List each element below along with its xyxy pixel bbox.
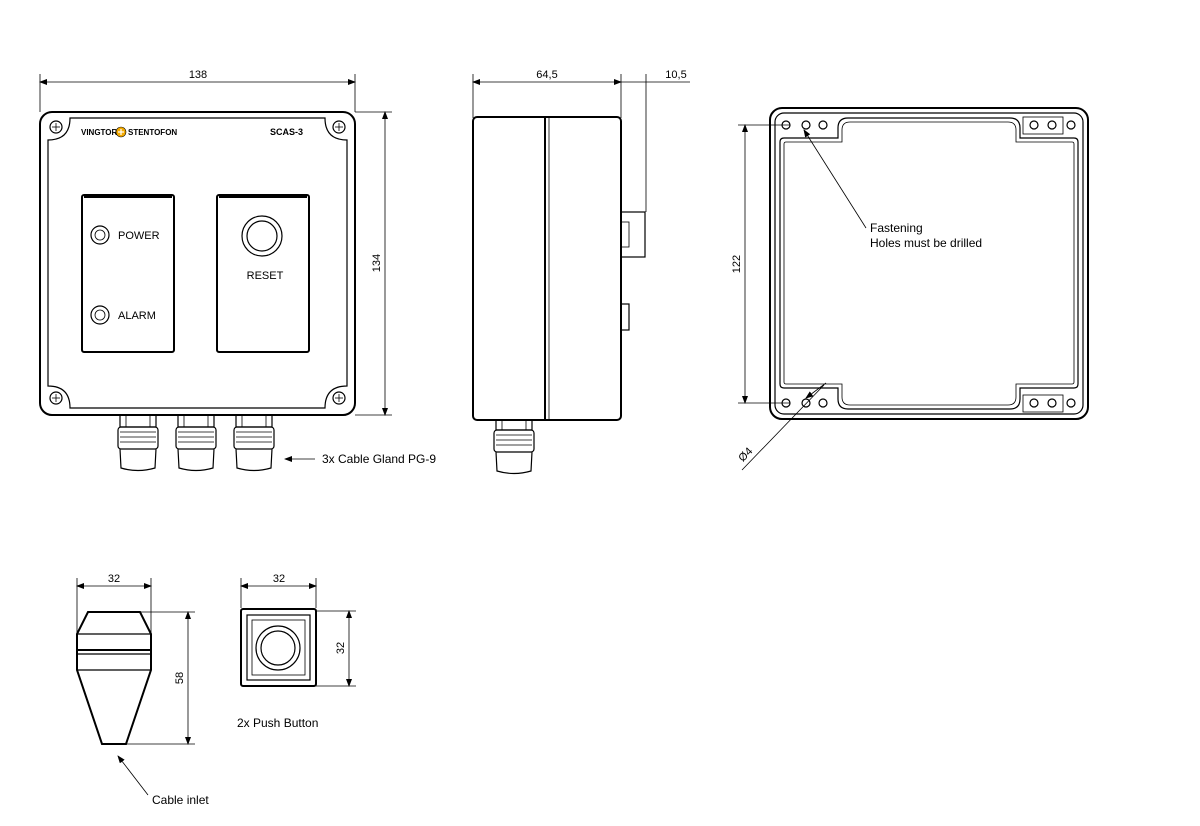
front-enclosure-outer (39, 111, 356, 416)
fastening-label-line1: Fastening (870, 221, 923, 235)
back-enclosure-outer (769, 107, 1089, 420)
button-width-dimension: 32 (240, 573, 317, 608)
brand-logo-icon (115, 126, 127, 138)
front-enclosure-lid (47, 117, 348, 409)
back-height-label: 122 (731, 255, 743, 273)
back-view: 122 Fastening (731, 107, 1089, 471)
cable-inlet-label: Cable inlet (152, 793, 209, 807)
back-cavity (779, 117, 1079, 410)
front-height-dimension: 134 (355, 111, 392, 416)
side-offset-label: 10,5 (665, 69, 686, 81)
cable-inlet-view: 32 58 Cable inlet (76, 573, 209, 807)
alarm-led-icon (90, 305, 110, 325)
inlet-height-label: 58 (174, 672, 186, 684)
screw-icon (49, 391, 63, 405)
screw-icon (49, 120, 63, 134)
cable-inlet-icon (76, 611, 152, 745)
power-label: POWER (118, 230, 160, 242)
fastening-hole-icon (1022, 394, 1076, 413)
cable-gland-icon (493, 419, 535, 475)
fastening-label-line2: Holes must be drilled (870, 236, 982, 250)
hole-diameter-label: Ø4 (736, 445, 755, 464)
cable-gland-icon (175, 414, 217, 472)
push-button-label: 2x Push Button (237, 716, 318, 730)
brand-stentofon: STENTOFON (128, 128, 177, 137)
side-depth-dimension: 64,5 (472, 69, 622, 118)
inlet-width-dimension: 32 (76, 573, 152, 640)
fastening-hole-icon (781, 120, 828, 130)
reset-label: RESET (247, 270, 284, 282)
side-enclosure (472, 116, 622, 421)
screw-icon (332, 391, 346, 405)
side-bracket (620, 211, 646, 331)
button-height-label: 32 (335, 642, 347, 654)
push-button-view: 32 32 2x Push Button (237, 573, 356, 730)
front-view: 138 134 VINGTOR STENT (39, 69, 436, 472)
power-led-icon (90, 225, 110, 245)
reset-panel (216, 194, 310, 353)
front-width-dimension: 138 (39, 69, 356, 112)
cable-gland-icon (117, 414, 159, 472)
button-height-dimension: 32 (316, 610, 356, 687)
side-view: 64,5 10,5 (472, 69, 690, 475)
front-height-label: 134 (371, 254, 383, 272)
fastening-hole-icon (781, 398, 828, 408)
cable-gland-icon (233, 414, 275, 472)
model-label: SCAS-3 (270, 127, 303, 137)
screw-icon (332, 120, 346, 134)
indicator-panel (81, 194, 175, 353)
inlet-height-dimension: 58 (126, 611, 195, 745)
gland-note: 3x Cable Gland PG-9 (322, 452, 436, 466)
alarm-label: ALARM (118, 310, 156, 322)
button-width-label: 32 (273, 573, 285, 585)
front-width-label: 138 (189, 69, 207, 81)
reset-button-icon (241, 215, 283, 257)
inlet-width-label: 32 (108, 573, 120, 585)
side-depth-label: 64,5 (536, 69, 557, 81)
fastening-hole-icon (1022, 116, 1076, 135)
back-height-dimension: 122 (731, 124, 790, 404)
brand-vingtor: VINGTOR (81, 128, 118, 137)
push-button-icon (240, 608, 317, 687)
side-offset-dimension: 10,5 (621, 69, 690, 212)
